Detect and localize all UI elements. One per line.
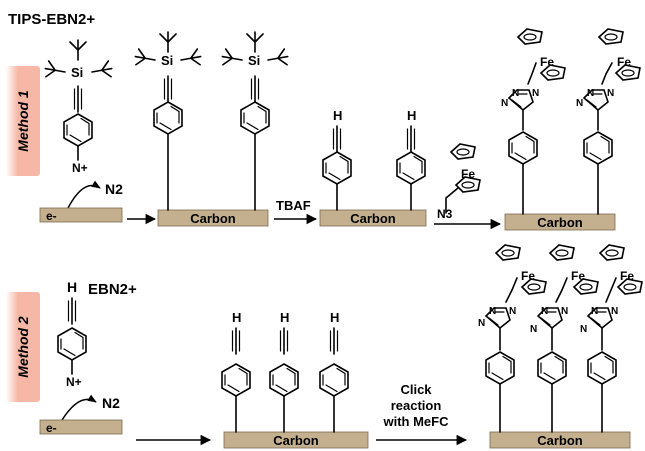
n-atom: N: [509, 306, 516, 317]
ferrocene-triazole-molecules-2: Fe N N N Fe N N N Fe N N N: [478, 244, 643, 433]
h-atom: H: [330, 310, 339, 325]
h-atom: H: [67, 279, 77, 295]
n-atom: N: [530, 324, 537, 335]
n2-released-2: N2: [102, 395, 120, 411]
n-atom: N: [587, 88, 594, 99]
ethynyl-grafted-molecules-2: H H H: [221, 310, 349, 433]
click-line-2: reaction: [391, 398, 442, 413]
diazonium-n-plus: N+: [66, 375, 82, 389]
fe-atom: Fe: [571, 269, 585, 283]
click-line-3: with MeFC: [383, 414, 450, 429]
method-1-label: Method 1: [15, 90, 31, 152]
method-2-badge: Method 2: [6, 292, 40, 402]
ethynyl-grafted-molecules: H H: [322, 108, 426, 211]
n-atom: N: [541, 306, 548, 317]
method-2-label: Method 2: [15, 316, 31, 378]
si-atom: Si: [161, 53, 173, 68]
n-atom: N: [580, 324, 587, 335]
h-atom: H: [232, 310, 241, 325]
h-atom: H: [333, 108, 342, 123]
carbon-label-4: Carbon: [273, 433, 319, 448]
carbon-label-3: Carbon: [537, 215, 583, 230]
electron-2: e-: [46, 421, 57, 435]
n-atom: N: [561, 306, 568, 317]
tips-grafted-molecules: Si Si: [133, 31, 290, 211]
azide-label: N3: [437, 207, 453, 221]
ferrocene-triazole-molecules-1: Fe N N N Fe N N N: [501, 28, 641, 215]
ebn2-label: EBN2+: [88, 281, 137, 298]
n-atom: N: [501, 98, 508, 109]
ebn2-molecule: H N+: [57, 279, 87, 389]
n-atom: N: [512, 88, 519, 99]
fe-atom: Fe: [617, 55, 631, 69]
tbaf-label: TBAF: [276, 198, 311, 213]
n-atom: N: [478, 318, 485, 329]
h-atom: H: [280, 310, 289, 325]
n-atom: N: [611, 306, 618, 317]
h-atom: H: [407, 108, 416, 123]
n-atom: N: [532, 88, 539, 99]
tips-ebn2-molecule: Si N+: [43, 39, 114, 175]
n2-released-1: N2: [105, 181, 123, 197]
n-atom: N: [576, 98, 583, 109]
n-atom: N: [489, 306, 496, 317]
si-atom: Si: [71, 65, 83, 80]
n-atom: N: [591, 306, 598, 317]
diazonium-n-plus: N+: [72, 161, 88, 175]
si-atom: Si: [248, 53, 260, 68]
tips-ebn2-label: TIPS-EBN2+: [8, 11, 95, 28]
n-atom: N: [607, 88, 614, 99]
carbon-label-1: Carbon: [190, 211, 236, 226]
carbon-label-2: Carbon: [350, 211, 396, 226]
fe-atom: Fe: [620, 269, 634, 283]
azido-ferrocene-reagent: Fe N3: [437, 143, 481, 221]
carbon-label-5: Carbon: [537, 433, 583, 448]
electron-1: e-: [46, 209, 57, 223]
click-line-1: Click: [400, 382, 432, 397]
method-1-badge: Method 1: [6, 66, 40, 176]
